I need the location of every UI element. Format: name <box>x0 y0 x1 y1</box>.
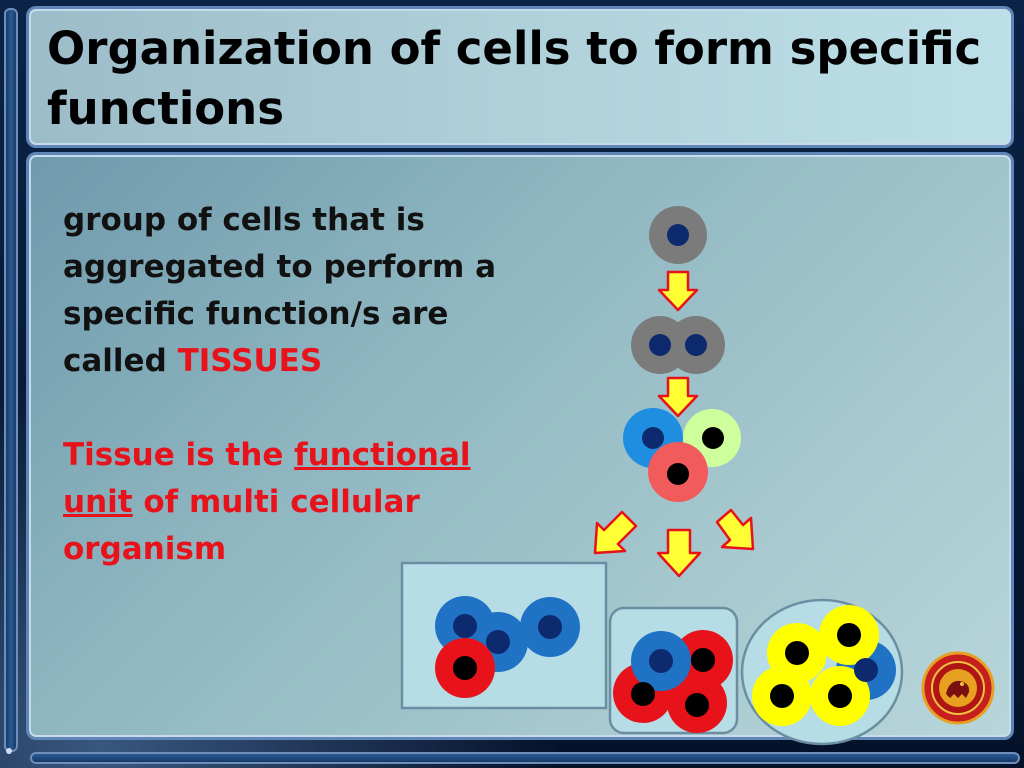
diagonal-left-arrow-icon <box>593 510 638 555</box>
slide-title: Organization of cells to form specific f… <box>47 22 982 135</box>
unit-underlined: unit <box>63 484 133 520</box>
down-arrow-icon <box>657 376 699 418</box>
functional-unit-prefix: Tissue is the <box>63 437 295 473</box>
single-cell <box>649 206 707 264</box>
tissue-box-left <box>400 561 608 710</box>
bottom-frame-bar <box>30 752 1020 764</box>
tissue-box-middle <box>608 606 739 735</box>
functional-unit-paragraph: Tissue is the functional unit of multi ce… <box>63 432 543 573</box>
down-arrow-icon <box>657 270 699 312</box>
differentiated-cells <box>623 408 741 502</box>
tissue-circle-right <box>740 598 904 746</box>
lion-emblem-icon <box>921 651 995 725</box>
text-block: group of cells that is aggregated to per… <box>63 197 543 573</box>
tissues-highlight: TISSUES <box>177 343 323 379</box>
diagonal-right-arrow-icon <box>715 508 755 551</box>
corner-dot <box>6 748 12 754</box>
branch-arrows <box>593 508 755 578</box>
functional-underlined: functional <box>294 437 471 473</box>
functional-unit-suffix: of multi cellular organism <box>63 484 420 567</box>
down-arrow-icon <box>656 528 702 578</box>
title-panel: Organization of cells to form specific f… <box>26 6 1014 148</box>
dividing-cells <box>631 316 725 374</box>
definition-paragraph: group of cells that is aggregated to per… <box>63 197 543 385</box>
definition-text: group of cells that is aggregated to per… <box>63 202 497 379</box>
